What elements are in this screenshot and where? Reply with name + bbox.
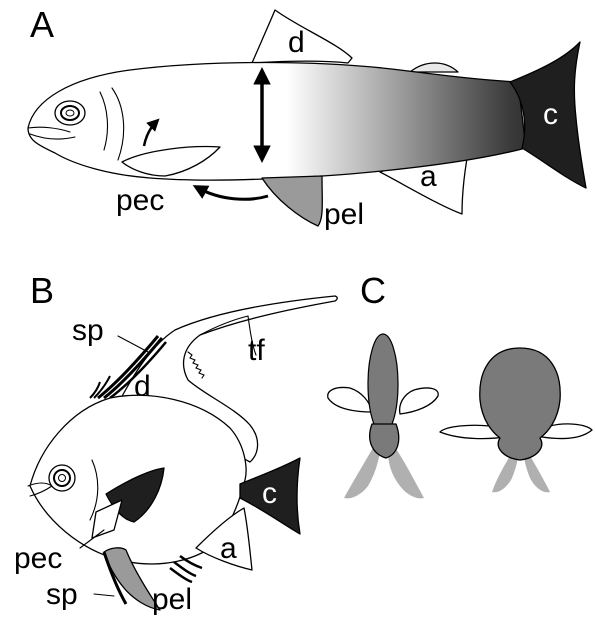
- c-right-pelvic-right: [524, 454, 550, 492]
- c-right-cross-section: [440, 348, 592, 492]
- c-left-body: [368, 334, 398, 434]
- b-anal-label: a: [220, 532, 237, 565]
- b-dorsal-serration: [188, 352, 204, 378]
- a-dorsal-label: d: [288, 26, 305, 59]
- c-right-pelvic-left: [492, 454, 518, 492]
- a-pelvic-label: pel: [324, 198, 364, 231]
- a-adipose-fin: [410, 63, 458, 72]
- b-eye: [49, 465, 75, 491]
- b-dorsal-spine-leader: [118, 336, 148, 352]
- a-caudal-label: c: [543, 98, 558, 131]
- c-left-cross-section: [328, 334, 438, 498]
- b-pelvic-spine-label: sp: [46, 578, 78, 611]
- c-left-pectoral-left: [328, 387, 372, 412]
- panel-a-letter: A: [30, 4, 54, 45]
- panel-a: A d a c pec pel: [28, 4, 586, 231]
- c-left-pectoral-right: [400, 388, 439, 414]
- b-caudal-label: c: [262, 477, 277, 510]
- a-pectoral-label: pec: [116, 184, 164, 217]
- a-eye: [55, 101, 85, 125]
- panel-b: B tf d sp c a: [14, 270, 337, 616]
- c-left-pelvic-left: [344, 446, 380, 498]
- a-pelvic-fin: [262, 176, 322, 226]
- b-pelvic-spine-leader: [94, 594, 114, 596]
- a-pelvic-shift-arrow: [198, 188, 268, 199]
- a-body: [28, 63, 526, 181]
- c-right-body: [480, 348, 560, 460]
- b-dorsal-spine-label: sp: [72, 314, 104, 347]
- panel-c: C: [328, 270, 592, 498]
- b-filament-label: tf: [248, 334, 265, 367]
- panel-c-letter: C: [360, 270, 386, 311]
- panel-b-letter: B: [30, 270, 54, 311]
- b-pectoral-label: pec: [14, 542, 62, 575]
- b-pelvic-label: pel: [152, 583, 192, 616]
